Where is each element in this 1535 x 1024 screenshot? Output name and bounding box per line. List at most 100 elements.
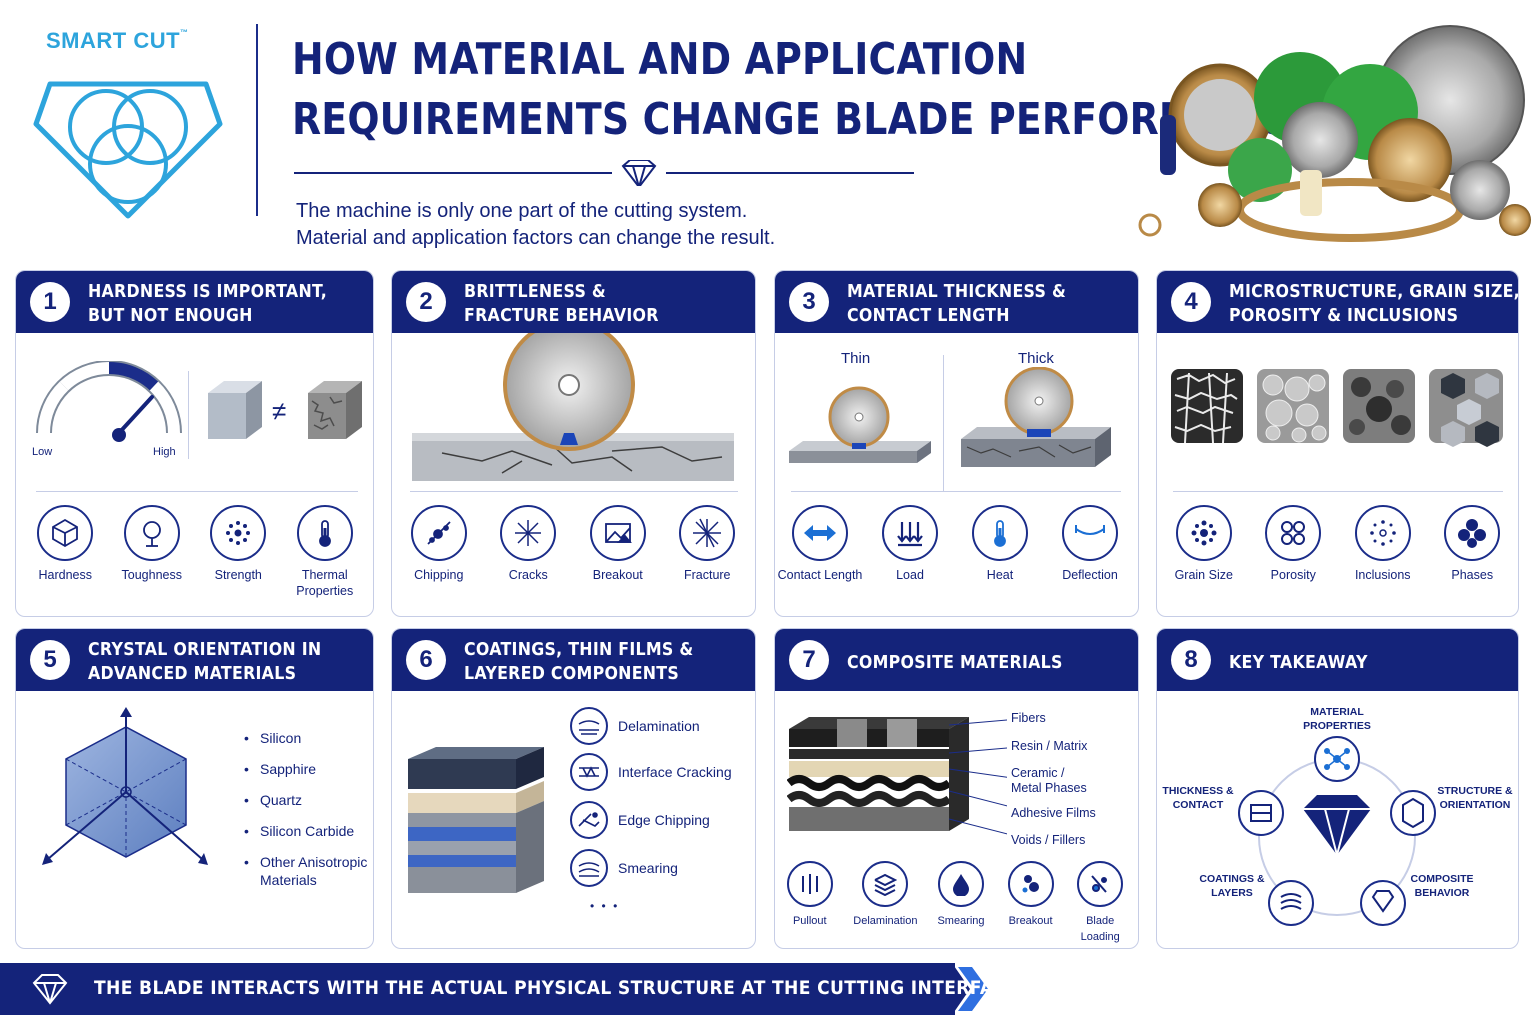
section-divider	[36, 491, 358, 492]
card-key-takeaway: 8 KEY TAKEAWAY MATERIAL PROPERTIES STRUC…	[1156, 628, 1519, 949]
card-thickness: 3 MATERIAL THICKNESS &CONTACT LENGTH Thi…	[774, 270, 1139, 617]
card-title: HARDNESS IS IMPORTANT,BUT NOT ENOUGH	[88, 281, 328, 326]
footer-chevrons-icon	[928, 963, 988, 1015]
card-number: 1	[30, 282, 70, 322]
card-hardness: 1 HARDNESS IS IMPORTANT,BUT NOT ENOUGH L…	[15, 270, 374, 617]
card-header: 8 KEY TAKEAWAY	[1157, 629, 1518, 691]
card-header: 1 HARDNESS IS IMPORTANT,BUT NOT ENOUGH	[16, 271, 373, 333]
load-icon	[882, 505, 938, 561]
thickness-icon-row: Contact Length Load Heat Deflection	[775, 505, 1135, 583]
card-number: 5	[30, 640, 70, 680]
delamination-icon	[570, 707, 608, 745]
breakout-factor: Breakout	[575, 505, 661, 583]
grain-size-factor: Grain Size	[1161, 505, 1247, 583]
layer-label: Voids / Fillers	[1011, 833, 1086, 847]
page-subtitle: The machine is only one part of the cutt…	[296, 200, 776, 249]
breakout-icon	[589, 505, 646, 561]
gauge-low-label: Low	[32, 446, 53, 458]
fracture-factor: Fracture	[664, 505, 750, 583]
diamond-icon	[32, 974, 68, 1005]
blades-collage-image	[1138, 25, 1531, 242]
pullout-icon	[786, 861, 833, 907]
smearing-factor: Smearing	[927, 861, 995, 945]
inclusions-factor: Inclusions	[1340, 505, 1426, 583]
page-title: HOW MATERIAL AND APPLICATION REQUIREMENT…	[292, 34, 1312, 145]
more-indicator: • • •	[590, 899, 620, 913]
node-structure-orientation: STRUCTURE & ORIENTATION	[1437, 785, 1513, 811]
card-header: 7 COMPOSITE MATERIALS	[775, 629, 1138, 691]
layered-stack-illustration	[408, 747, 544, 893]
thermometer-icon	[296, 505, 353, 561]
vertical-divider	[943, 355, 944, 491]
page-header: SMART CUT™ HOW MATERIAL AND APPLICATION …	[0, 0, 1535, 262]
interface-crack-icon	[570, 753, 608, 791]
fracture-icon-row: Chipping Cracks Breakout Fracture	[394, 505, 752, 583]
card-number: 4	[1171, 282, 1211, 322]
phases-factor: Phases	[1429, 505, 1515, 583]
footer-text: THE BLADE INTERACTS WITH THE ACTUAL PHYS…	[94, 977, 1026, 999]
thermometer-icon	[972, 505, 1028, 561]
list-item: Quartz	[244, 791, 372, 809]
header-divider	[256, 24, 258, 216]
strength-factor: Strength	[195, 505, 281, 599]
thermal-factor: Thermal Properties	[282, 505, 368, 599]
layer-label: Ceramic / Metal Phases	[1011, 766, 1087, 795]
card-number: 2	[406, 282, 446, 322]
card-composite: 7 COMPOSITE MATERIALS Fibers Resin / Mat…	[774, 628, 1139, 949]
thick-label: Thick	[1018, 350, 1054, 367]
not-equal-symbol: ≠	[272, 396, 287, 426]
card-brittleness: 2 BRITTLENESS &FRACTURE BEHAVIOR Chippin…	[391, 270, 756, 617]
strength-icon	[210, 505, 267, 561]
anisotropic-materials-list: Silicon Sapphire Quartz Silicon Carbide …	[244, 729, 372, 902]
cracks-icon	[500, 505, 557, 561]
thin-material-illustration	[789, 386, 931, 463]
vertical-divider	[188, 371, 189, 459]
card-number: 3	[789, 282, 829, 322]
list-item: Sapphire	[244, 760, 372, 778]
card-number: 7	[789, 640, 829, 680]
phases-icon	[1444, 505, 1501, 561]
chipping-factor: Chipping	[396, 505, 482, 583]
card-header: 2 BRITTLENESS &FRACTURE BEHAVIOR	[392, 271, 755, 333]
hardness-gauge-icon	[36, 361, 182, 442]
hardness-factor: Hardness	[22, 505, 108, 599]
double-arrow-icon	[792, 505, 848, 561]
issue-interface-cracking: Interface Cracking	[570, 753, 732, 791]
smart-cut-logo	[33, 81, 223, 219]
deflection-factor: Deflection	[1047, 505, 1133, 583]
list-item: Silicon	[244, 729, 372, 747]
issue-smearing: Smearing	[570, 849, 678, 887]
composite-stack-illustration	[787, 717, 1007, 835]
breakout-icon	[1007, 861, 1054, 907]
footer-banner: THE BLADE INTERACTS WITH THE ACTUAL PHYS…	[0, 963, 1025, 1015]
microstructure-icon-row: Grain Size Porosity Inclusions Phases	[1159, 505, 1517, 583]
heat-factor: Heat	[957, 505, 1043, 583]
card-title: MICROSTRUCTURE, GRAIN SIZE,POROSITY & IN…	[1229, 281, 1519, 326]
card-title: BRITTLENESS &FRACTURE BEHAVIOR	[464, 281, 659, 326]
pullout-factor: Pullout	[776, 861, 844, 945]
card-coatings: 6 COATINGS, THIN FILMS &LAYERED COMPONEN…	[391, 628, 756, 949]
list-item: Other Anisotropic Materials	[244, 853, 372, 889]
hardness-icon-row: Hardness Toughness Strength Thermal Prop…	[22, 505, 368, 599]
layer-label: Adhesive Films	[1011, 806, 1096, 820]
card-number: 8	[1171, 640, 1211, 680]
node-coatings-layers: COATINGS & LAYERS	[1199, 873, 1265, 899]
list-item: Silicon Carbide	[244, 822, 372, 840]
porosity-icon	[1265, 505, 1322, 561]
node-thickness-contact: THICKNESS & CONTACT	[1162, 785, 1234, 811]
breakout-factor: Breakout	[997, 861, 1065, 945]
card-title: COMPOSITE MATERIALS	[847, 652, 1063, 673]
card-title: KEY TAKEAWAY	[1229, 652, 1368, 673]
smooth-cube-icon	[208, 381, 262, 439]
node-material-properties: MATERIAL PROPERTIES	[1303, 706, 1371, 732]
delamination-factor: Delamination	[845, 861, 925, 945]
inclusions-icon	[1354, 505, 1411, 561]
card-header: 3 MATERIAL THICKNESS &CONTACT LENGTH	[775, 271, 1138, 333]
thin-label: Thin	[841, 350, 871, 367]
diamond-divider	[294, 160, 914, 186]
grain-icon	[1175, 505, 1232, 561]
card-title: COATINGS, THIN FILMS &LAYERED COMPONENTS	[464, 639, 694, 684]
